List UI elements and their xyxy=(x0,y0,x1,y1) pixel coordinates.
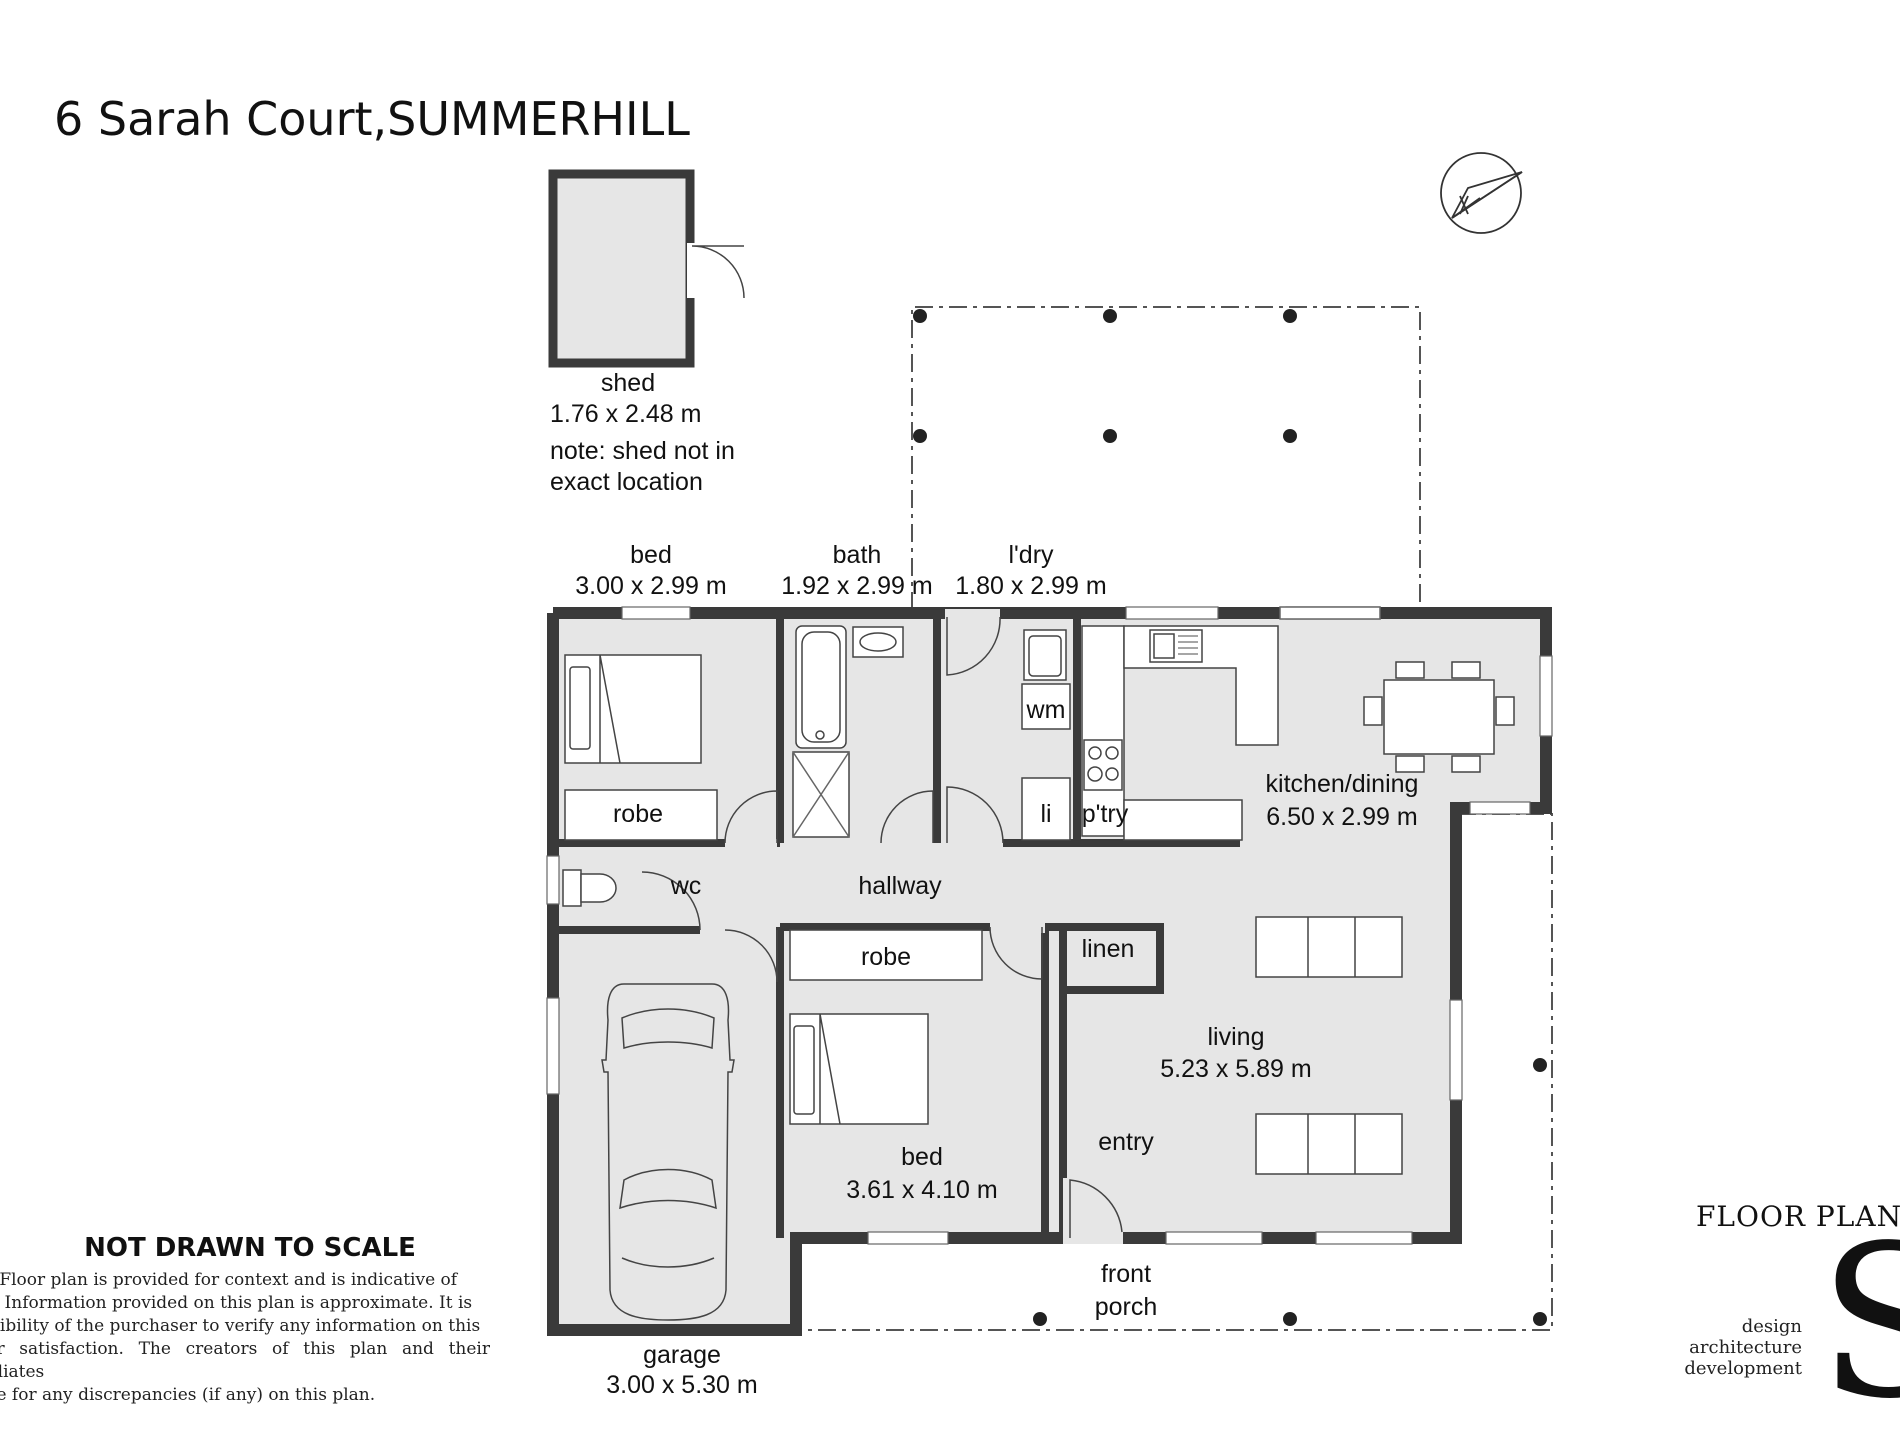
label-porch-line2: porch xyxy=(1095,1293,1158,1321)
room-labels: shed 1.76 x 2.48 m note: shed not in exa… xyxy=(550,369,1418,1399)
label-entry: entry xyxy=(1098,1128,1154,1156)
label-hallway: hallway xyxy=(858,872,942,900)
label-bed1-size: 3.00 x 2.99 m xyxy=(575,572,726,600)
brand-logo-letter: S xyxy=(1818,1200,1900,1445)
label-bed1-name: bed xyxy=(630,541,672,569)
label-shed-size: 1.76 x 2.48 m xyxy=(550,400,701,428)
pantry-bench xyxy=(1123,799,1243,841)
pergola xyxy=(911,306,1421,610)
label-living-name: living xyxy=(1208,1023,1265,1051)
label-bed2-size: 3.61 x 4.10 m xyxy=(846,1176,997,1204)
sofa-icon xyxy=(1255,1113,1403,1175)
label-garage-name: garage xyxy=(643,1341,721,1369)
disclaimer-text: er: Floor plan is provided for context a… xyxy=(0,1269,490,1407)
disclaimer-line: heir satisfaction. The creators of this … xyxy=(0,1339,490,1382)
label-shed-note2: exact location xyxy=(550,468,703,496)
label-garage-size: 3.00 x 5.30 m xyxy=(606,1371,757,1399)
label-laundry-name: l'dry xyxy=(1008,541,1054,569)
label-linen: linen xyxy=(1082,935,1135,963)
brand-tagline-line: development xyxy=(1684,1358,1802,1379)
label-porch-line1: front xyxy=(1101,1260,1151,1288)
disclaimer-line: nly. Information provided on this plan i… xyxy=(0,1293,473,1313)
disclaimer: NOT DRAWN TO SCALE er: Floor plan is pro… xyxy=(0,1233,490,1407)
linen-cupboard xyxy=(1021,777,1071,841)
shed xyxy=(548,169,745,368)
veranda-post xyxy=(1033,1312,1047,1326)
label-living-size: 5.23 x 5.89 m xyxy=(1160,1055,1311,1083)
disclaimer-line: able for any discrepancies (if any) on t… xyxy=(0,1385,376,1405)
kitchen-bench xyxy=(1081,625,1125,837)
robe-unit xyxy=(789,929,983,981)
label-bath-name: bath xyxy=(833,541,882,569)
brand-tagline-line: design xyxy=(1741,1316,1802,1337)
fixtures xyxy=(562,625,1515,1321)
robe-unit xyxy=(564,789,718,841)
brand-title: FLOOR PLAN I xyxy=(1696,1200,1900,1233)
label-laundry-size: 1.80 x 2.99 m xyxy=(955,572,1106,600)
label-kitchen-size: 6.50 x 2.99 m xyxy=(1266,803,1417,831)
compass-icon xyxy=(1440,152,1523,234)
car-icon xyxy=(601,983,735,1321)
label-bath-size: 1.92 x 2.99 m xyxy=(781,572,932,600)
label-wc: wc xyxy=(670,872,702,900)
washing-machine xyxy=(1021,683,1071,730)
cooktop-icon xyxy=(1083,739,1123,791)
doors xyxy=(641,606,1381,1244)
page-title: 6 Sarah Court,SUMMERHILL xyxy=(54,92,690,146)
veranda-post xyxy=(1533,1058,1547,1072)
label-shed-name: shed xyxy=(601,369,655,397)
label-li: li xyxy=(1040,800,1051,828)
pergola-post xyxy=(1103,309,1117,323)
label-robe2: robe xyxy=(861,943,911,971)
label-kitchen-name: kitchen/dining xyxy=(1266,770,1419,798)
pergola-post xyxy=(1283,309,1297,323)
brand-tagline: design architecture development xyxy=(1660,1316,1802,1379)
pergola-post xyxy=(1103,429,1117,443)
pergola-post xyxy=(913,429,927,443)
sofa-icon xyxy=(1255,916,1403,978)
disclaimer-line: er: Floor plan is provided for context a… xyxy=(0,1270,458,1290)
label-bed2-name: bed xyxy=(901,1143,943,1171)
windows xyxy=(546,606,1553,1245)
label-robe1: robe xyxy=(613,800,663,828)
label-shed-note1: note: shed not in xyxy=(550,437,735,465)
dining-table-icon xyxy=(1383,679,1495,755)
veranda-post xyxy=(1533,1312,1547,1326)
disclaimer-heading: NOT DRAWN TO SCALE xyxy=(84,1233,416,1263)
disclaimer-line: onsibility of the purchaser to verify an… xyxy=(0,1316,481,1336)
label-pantry: p'try xyxy=(1082,800,1129,828)
toilet-icon xyxy=(562,869,582,907)
veranda-post xyxy=(1283,1312,1297,1326)
brand-tagline-line: architecture xyxy=(1689,1337,1802,1358)
pergola-post xyxy=(1283,429,1297,443)
pergola-post xyxy=(913,309,927,323)
label-wm: wm xyxy=(1026,696,1066,724)
